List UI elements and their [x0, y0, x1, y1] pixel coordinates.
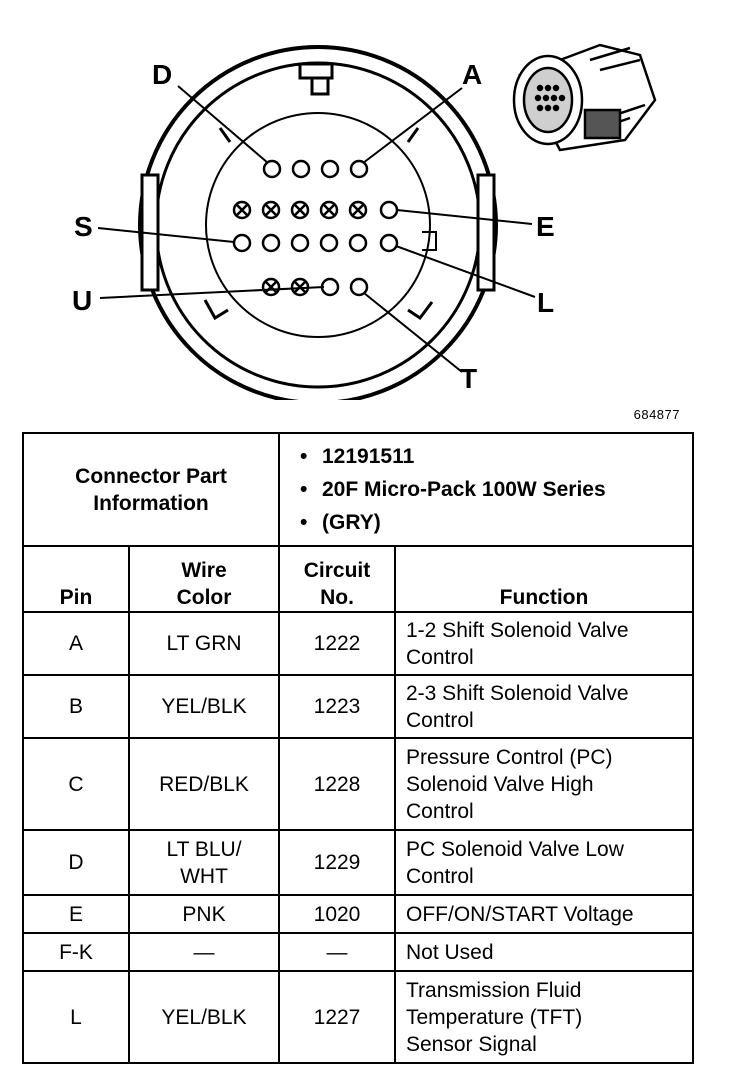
- connector-face: [138, 45, 498, 400]
- pin-cell: F-K: [22, 932, 130, 972]
- connector-info-row: Connector Part Information 12191511 20F …: [22, 432, 694, 547]
- wire-color-cell: RED/BLK: [128, 737, 280, 831]
- pin-label-d: D: [152, 59, 172, 90]
- wire-color-cell: YEL/BLK: [128, 674, 280, 739]
- circuit-cell: 1223: [278, 674, 396, 739]
- pin-cell: B: [22, 674, 130, 739]
- pin-label-u: U: [72, 285, 92, 316]
- pin-cell: D: [22, 829, 130, 896]
- leader-lines: [97, 85, 536, 373]
- wire-color-cell: PNK: [128, 894, 280, 934]
- function-cell: Pressure Control (PC) Solenoid Valve Hig…: [394, 737, 694, 831]
- table-row: L YEL/BLK 1227 Transmission Fluid Temper…: [22, 970, 694, 1064]
- table-row: B YEL/BLK 1223 2-3 Shift Solenoid Valve …: [22, 674, 694, 739]
- connector-info-title: Connector Part Information: [22, 432, 280, 547]
- connector-series: 20F Micro-Pack 100W Series: [300, 473, 684, 506]
- function-cell: OFF/ON/START Voltage: [394, 894, 694, 934]
- circuit-cell: 1020: [278, 894, 396, 934]
- header-function: Function: [394, 545, 694, 613]
- connector-info-list: 12191511 20F Micro-Pack 100W Series (GRY…: [288, 434, 684, 545]
- wire-color-cell: LT GRN: [128, 611, 280, 676]
- circuit-cell: 1229: [278, 829, 396, 896]
- plugged-cavities: [232, 200, 368, 220]
- wire-color-cell: —: [128, 932, 280, 972]
- function-cell: Not Used: [394, 932, 694, 972]
- wire-color-cell: YEL/BLK: [128, 970, 280, 1064]
- table-row: F-K — — Not Used: [22, 932, 694, 972]
- pin-cell: L: [22, 970, 130, 1064]
- function-cell: 1-2 Shift Solenoid Valve Control: [394, 611, 694, 676]
- function-cell: PC Solenoid Valve Low Control: [394, 829, 694, 896]
- connector-diagram: D A S E U L T: [72, 43, 657, 400]
- connector-info-details: 12191511 20F Micro-Pack 100W Series (GRY…: [278, 432, 694, 547]
- circuit-cell: 1227: [278, 970, 396, 1064]
- figure-number: 684877: [633, 407, 680, 422]
- pin-cell: A: [22, 611, 130, 676]
- pin-label-e: E: [536, 211, 555, 242]
- header-pin: Pin: [22, 545, 130, 613]
- pin-label-a: A: [462, 59, 482, 90]
- connector-color: (GRY): [300, 506, 684, 539]
- pin-label-l: L: [537, 287, 554, 318]
- table-row: E PNK 1020 OFF/ON/START Voltage: [22, 894, 694, 934]
- table-row: C RED/BLK 1228 Pressure Control (PC) Sol…: [22, 737, 694, 831]
- table-header-row: Pin Wire Color Circuit No. Function: [22, 545, 694, 613]
- circuit-cell: —: [278, 932, 396, 972]
- pin-label-t: T: [460, 363, 477, 394]
- function-cell: Transmission Fluid Temperature (TFT) Sen…: [394, 970, 694, 1064]
- connector-thumbnail: [512, 43, 657, 152]
- connector-pinout-table: Connector Part Information 12191511 20F …: [22, 432, 694, 1064]
- pin-cell: E: [22, 894, 130, 934]
- wire-color-cell: LT BLU/ WHT: [128, 829, 280, 896]
- pin-cell: C: [22, 737, 130, 831]
- function-cell: 2-3 Shift Solenoid Valve Control: [394, 674, 694, 739]
- connector-part-number: 12191511: [300, 440, 684, 473]
- pin-label-s: S: [74, 211, 93, 242]
- header-wire-color: Wire Color: [128, 545, 280, 613]
- table-row: A LT GRN 1222 1-2 Shift Solenoid Valve C…: [22, 611, 694, 676]
- table-row: D LT BLU/ WHT 1229 PC Solenoid Valve Low…: [22, 829, 694, 896]
- circuit-cell: 1228: [278, 737, 396, 831]
- header-circuit-no: Circuit No.: [278, 545, 396, 613]
- circuit-cell: 1222: [278, 611, 396, 676]
- cavity-grid: [232, 159, 399, 297]
